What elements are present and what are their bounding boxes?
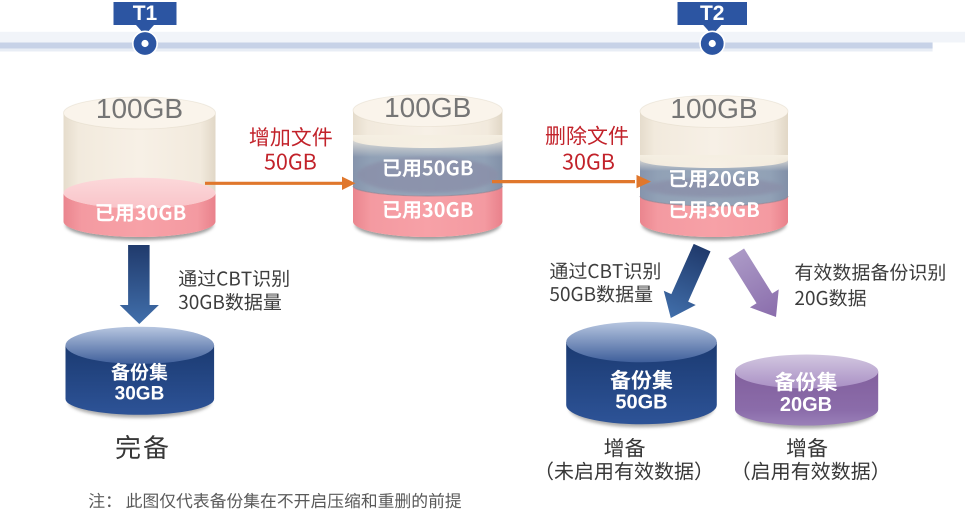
svg-text:20GB: 20GB: [780, 394, 832, 416]
svg-text:T2: T2: [700, 2, 725, 25]
svg-text:100GB: 100GB: [384, 92, 471, 123]
svg-text:T1: T1: [133, 2, 158, 25]
svg-text:50GB: 50GB: [615, 392, 667, 414]
svg-text:100GB: 100GB: [96, 93, 183, 124]
svg-text:100GB: 100GB: [670, 93, 757, 124]
svg-text:30GB: 30GB: [115, 384, 165, 405]
